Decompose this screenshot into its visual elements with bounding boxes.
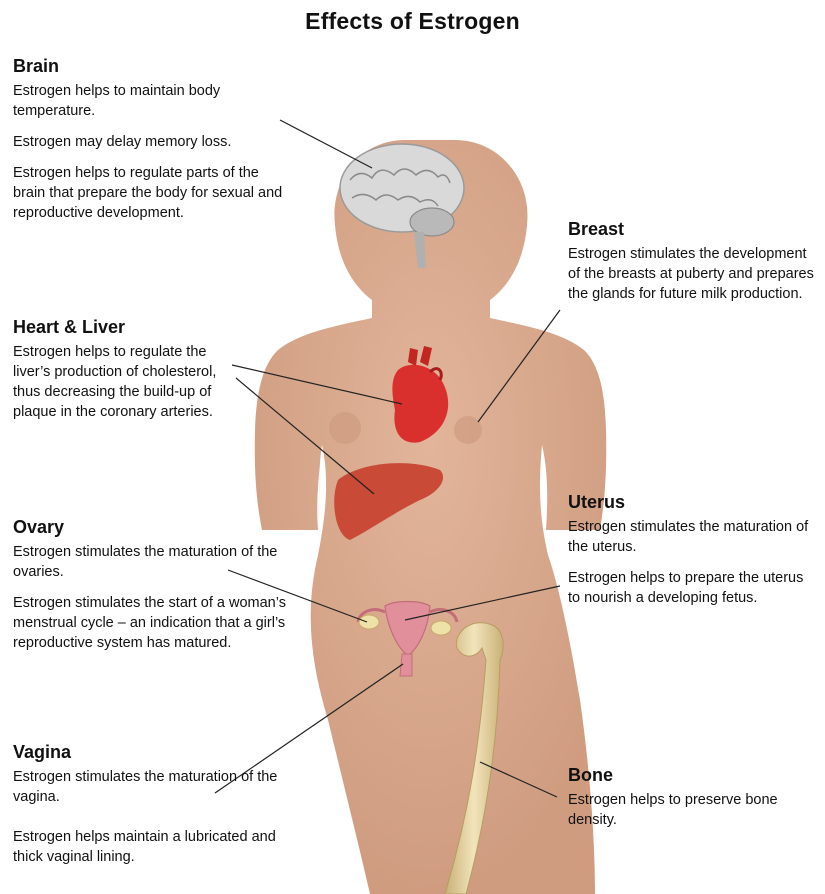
breast-heading: Breast [568,219,820,240]
brain-leader [280,120,372,168]
breast-right [454,416,482,444]
page-title: Effects of Estrogen [0,8,825,35]
ovary-text-2: Estrogen stimulates the start of a woman… [13,593,288,653]
vagina-section: Vagina Estrogen stimulates the maturatio… [13,742,283,878]
ovary-heading: Ovary [13,517,288,538]
heart-liver-heading: Heart & Liver [13,317,243,338]
brain-section: Brain Estrogen helps to maintain body te… [13,56,293,234]
breast-text-1: Estrogen stimulates the development of t… [568,244,820,304]
body-silhouette [255,140,606,894]
uterus-text-2: Estrogen helps to prepare the uterus to … [568,568,813,608]
bone-section: Bone Estrogen helps to preserve bone den… [568,765,818,841]
bone-text-1: Estrogen helps to preserve bone density. [568,790,818,830]
uterus-text-1: Estrogen stimulates the maturation of th… [568,517,813,557]
brain-text-3: Estrogen helps to regulate parts of the … [13,163,293,223]
ovary-left [359,615,379,629]
ovary-right [431,621,451,635]
uterus-heading: Uterus [568,492,813,513]
brain-heading: Brain [13,56,293,77]
brain-text-1: Estrogen helps to maintain body temperat… [13,81,293,121]
breast-left [329,412,361,444]
heart-liver-section: Heart & Liver Estrogen helps to regulate… [13,317,243,433]
bone-heading: Bone [568,765,818,786]
vagina-heading: Vagina [13,742,283,763]
vagina-text-1: Estrogen stimulates the maturation of th… [13,767,283,807]
ovary-section: Ovary Estrogen stimulates the maturation… [13,517,288,664]
breast-section: Breast Estrogen stimulates the developme… [568,219,820,315]
uterus-section: Uterus Estrogen stimulates the maturatio… [568,492,813,619]
heart-liver-text-1: Estrogen helps to regulate the liver’s p… [13,342,243,422]
ovary-text-1: Estrogen stimulates the maturation of th… [13,542,288,582]
vagina-text-2: Estrogen helps maintain a lubricated and… [13,827,283,867]
brain-text-2: Estrogen may delay memory loss. [13,132,293,152]
